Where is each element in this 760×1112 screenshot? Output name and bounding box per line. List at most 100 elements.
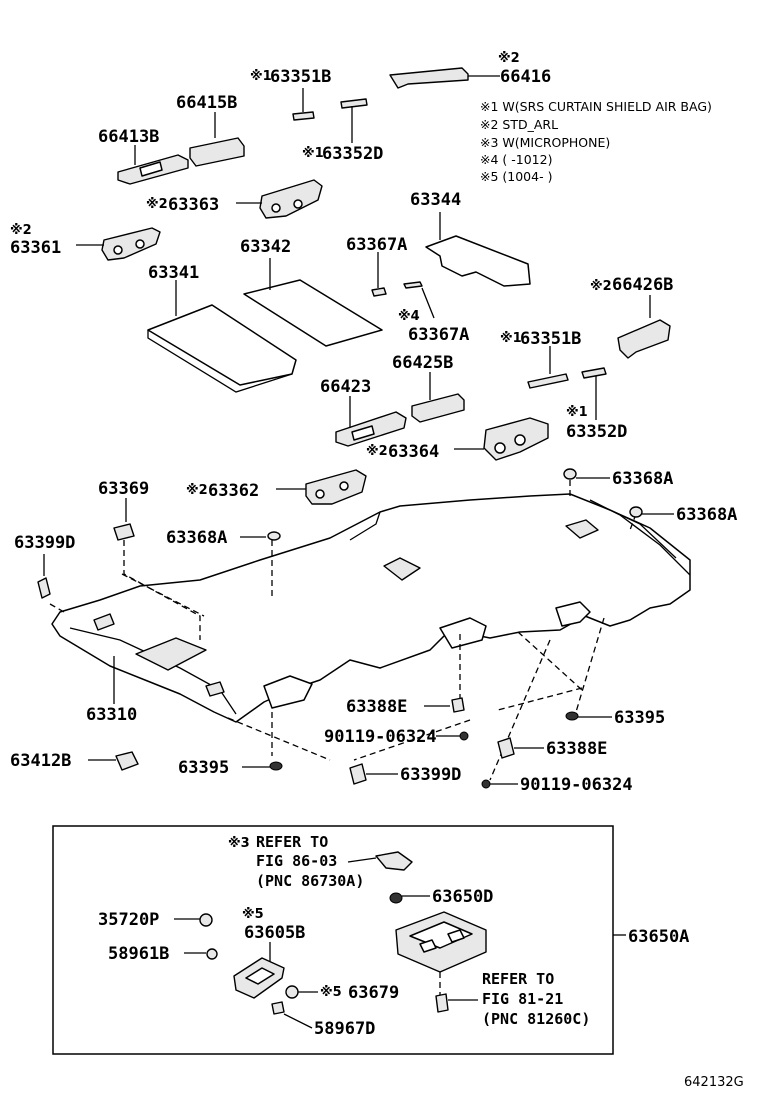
label-63605B: 63605B [244, 923, 305, 943]
part-63395-b-drawing [242, 761, 283, 771]
part-63399D-b-drawing [349, 763, 398, 785]
label-63369: 63369 [98, 479, 149, 499]
ref2-line3: (PNC 81260C) [482, 1010, 590, 1028]
part-63388E-b-drawing [497, 737, 544, 759]
label-66425B: 66425B [392, 353, 453, 373]
note-2: ※2 STD_ARL [480, 117, 558, 132]
part-63368A-c-drawing [629, 506, 674, 518]
label-66426B: 66426B [612, 275, 673, 295]
label-63650A: 63650A [628, 927, 689, 947]
part-58967D-drawing [271, 1001, 313, 1029]
part-63344-drawing [425, 212, 531, 287]
label-63352D-mid: 63352D [566, 422, 627, 442]
part-map-lamp-drawing [395, 911, 487, 1013]
label-63388E-a: 63388E [346, 697, 407, 717]
label-63351B-top: 63351B [270, 67, 331, 87]
label-63364: 63364 [388, 442, 439, 462]
part-66426B-drawing [617, 295, 671, 359]
note-3: ※3 W(MICROPHONE) [480, 135, 610, 150]
note-5: ※5 (1004- ) [480, 169, 552, 184]
marker-66416: ※2 [498, 51, 520, 66]
part-90119-b-drawing [481, 779, 518, 789]
ref1-line2: FIG 86-03 [256, 852, 337, 870]
part-66416-drawing [389, 67, 500, 89]
part-35720P-drawing [174, 913, 213, 927]
part-63351B-mid-drawing [527, 346, 569, 389]
part-63369-drawing [113, 498, 135, 541]
part-63367A-b-drawing [403, 281, 435, 319]
label-63342: 63342 [240, 237, 291, 257]
marker-63605B: ※5 [242, 907, 264, 922]
ref1-line1: REFER TO [256, 833, 328, 851]
part-66423-drawing [335, 396, 407, 447]
part-63399D-a-drawing [37, 554, 51, 599]
marker-63367A-b: ※4 [398, 309, 420, 324]
part-63364-drawing [454, 417, 549, 461]
part-63368A-a-drawing [240, 531, 281, 541]
ref2-line1: REFER TO [482, 970, 554, 988]
marker-63679: ※5 [320, 985, 342, 1000]
label-63351B-mid: 63351B [520, 329, 581, 349]
part-63650D-drawing [389, 892, 430, 904]
notes-block: ※1 W(SRS CURTAIN SHIELD AIR BAG) ※2 STD_… [480, 99, 712, 184]
part-63341-drawing [147, 280, 297, 393]
part-66425B-drawing [411, 372, 465, 423]
label-63310: 63310 [86, 705, 137, 725]
label-63341: 63341 [148, 263, 199, 283]
figure-code: 642132G [684, 1075, 744, 1090]
part-63342-drawing [243, 258, 383, 347]
marker-ref1: ※3 [228, 836, 250, 851]
part-microphone-drawing [347, 851, 413, 871]
label-35720P: 35720P [98, 910, 159, 930]
ref2-line2: FIG 81-21 [482, 990, 563, 1008]
label-58967D: 58967D [314, 1019, 375, 1039]
marker-63364: ※2 [366, 444, 388, 459]
label-63679: 63679 [348, 983, 399, 1003]
part-66413B-drawing [117, 145, 189, 185]
marker-63363: ※2 [146, 197, 168, 212]
label-63399D-b: 63399D [400, 765, 461, 785]
label-63399D-a: 63399D [14, 533, 75, 553]
label-63363: 63363 [168, 195, 219, 215]
marker-63352D-top: ※1 [302, 146, 324, 161]
part-63352D-top-drawing [340, 98, 368, 143]
label-63388E-b: 63388E [546, 739, 607, 759]
part-66415B-drawing [189, 112, 245, 167]
label-63367A-b: 63367A [408, 325, 469, 345]
label-63395-a: 63395 [614, 708, 665, 728]
marker-63362: ※2 [186, 483, 208, 498]
marker-63351B-mid: ※1 [500, 331, 522, 346]
label-63344: 63344 [410, 190, 461, 210]
part-63310-headliner-drawing [49, 480, 691, 781]
label-63368A-c: 63368A [676, 505, 737, 525]
label-63367A-a: 63367A [346, 235, 407, 255]
note-4: ※4 ( -1012) [480, 152, 552, 167]
label-63368A-b: 63368A [612, 469, 673, 489]
marker-63351B-top: ※1 [250, 69, 272, 84]
note-1: ※1 W(SRS CURTAIN SHIELD AIR BAG) [480, 99, 712, 114]
label-90119-b: 90119-06324 [520, 775, 633, 795]
ref1-line3: (PNC 86730A) [256, 872, 364, 890]
part-63363-drawing [236, 179, 323, 219]
part-63388E-a-drawing [424, 697, 465, 713]
label-63395-b: 63395 [178, 758, 229, 778]
part-63362-drawing [276, 469, 367, 505]
label-66423: 66423 [320, 377, 371, 397]
marker-63352D-mid: ※1 [566, 405, 588, 420]
part-63412B-drawing [88, 751, 139, 771]
label-63361: 63361 [10, 238, 61, 258]
label-63412B: 63412B [10, 751, 71, 771]
part-63351B-top-drawing [292, 88, 315, 121]
label-63362: 63362 [208, 481, 259, 501]
part-90119-a-drawing [436, 731, 469, 741]
marker-63361: ※2 [10, 223, 32, 238]
label-58961B: 58961B [108, 944, 169, 964]
part-63352D-mid-drawing [581, 367, 607, 420]
part-63367A-a-drawing [371, 252, 387, 297]
part-63679-drawing [285, 985, 318, 999]
label-63368A-a: 63368A [166, 528, 227, 548]
part-63368A-b-drawing [563, 468, 610, 480]
map-lamp-group-frame [52, 825, 614, 1055]
